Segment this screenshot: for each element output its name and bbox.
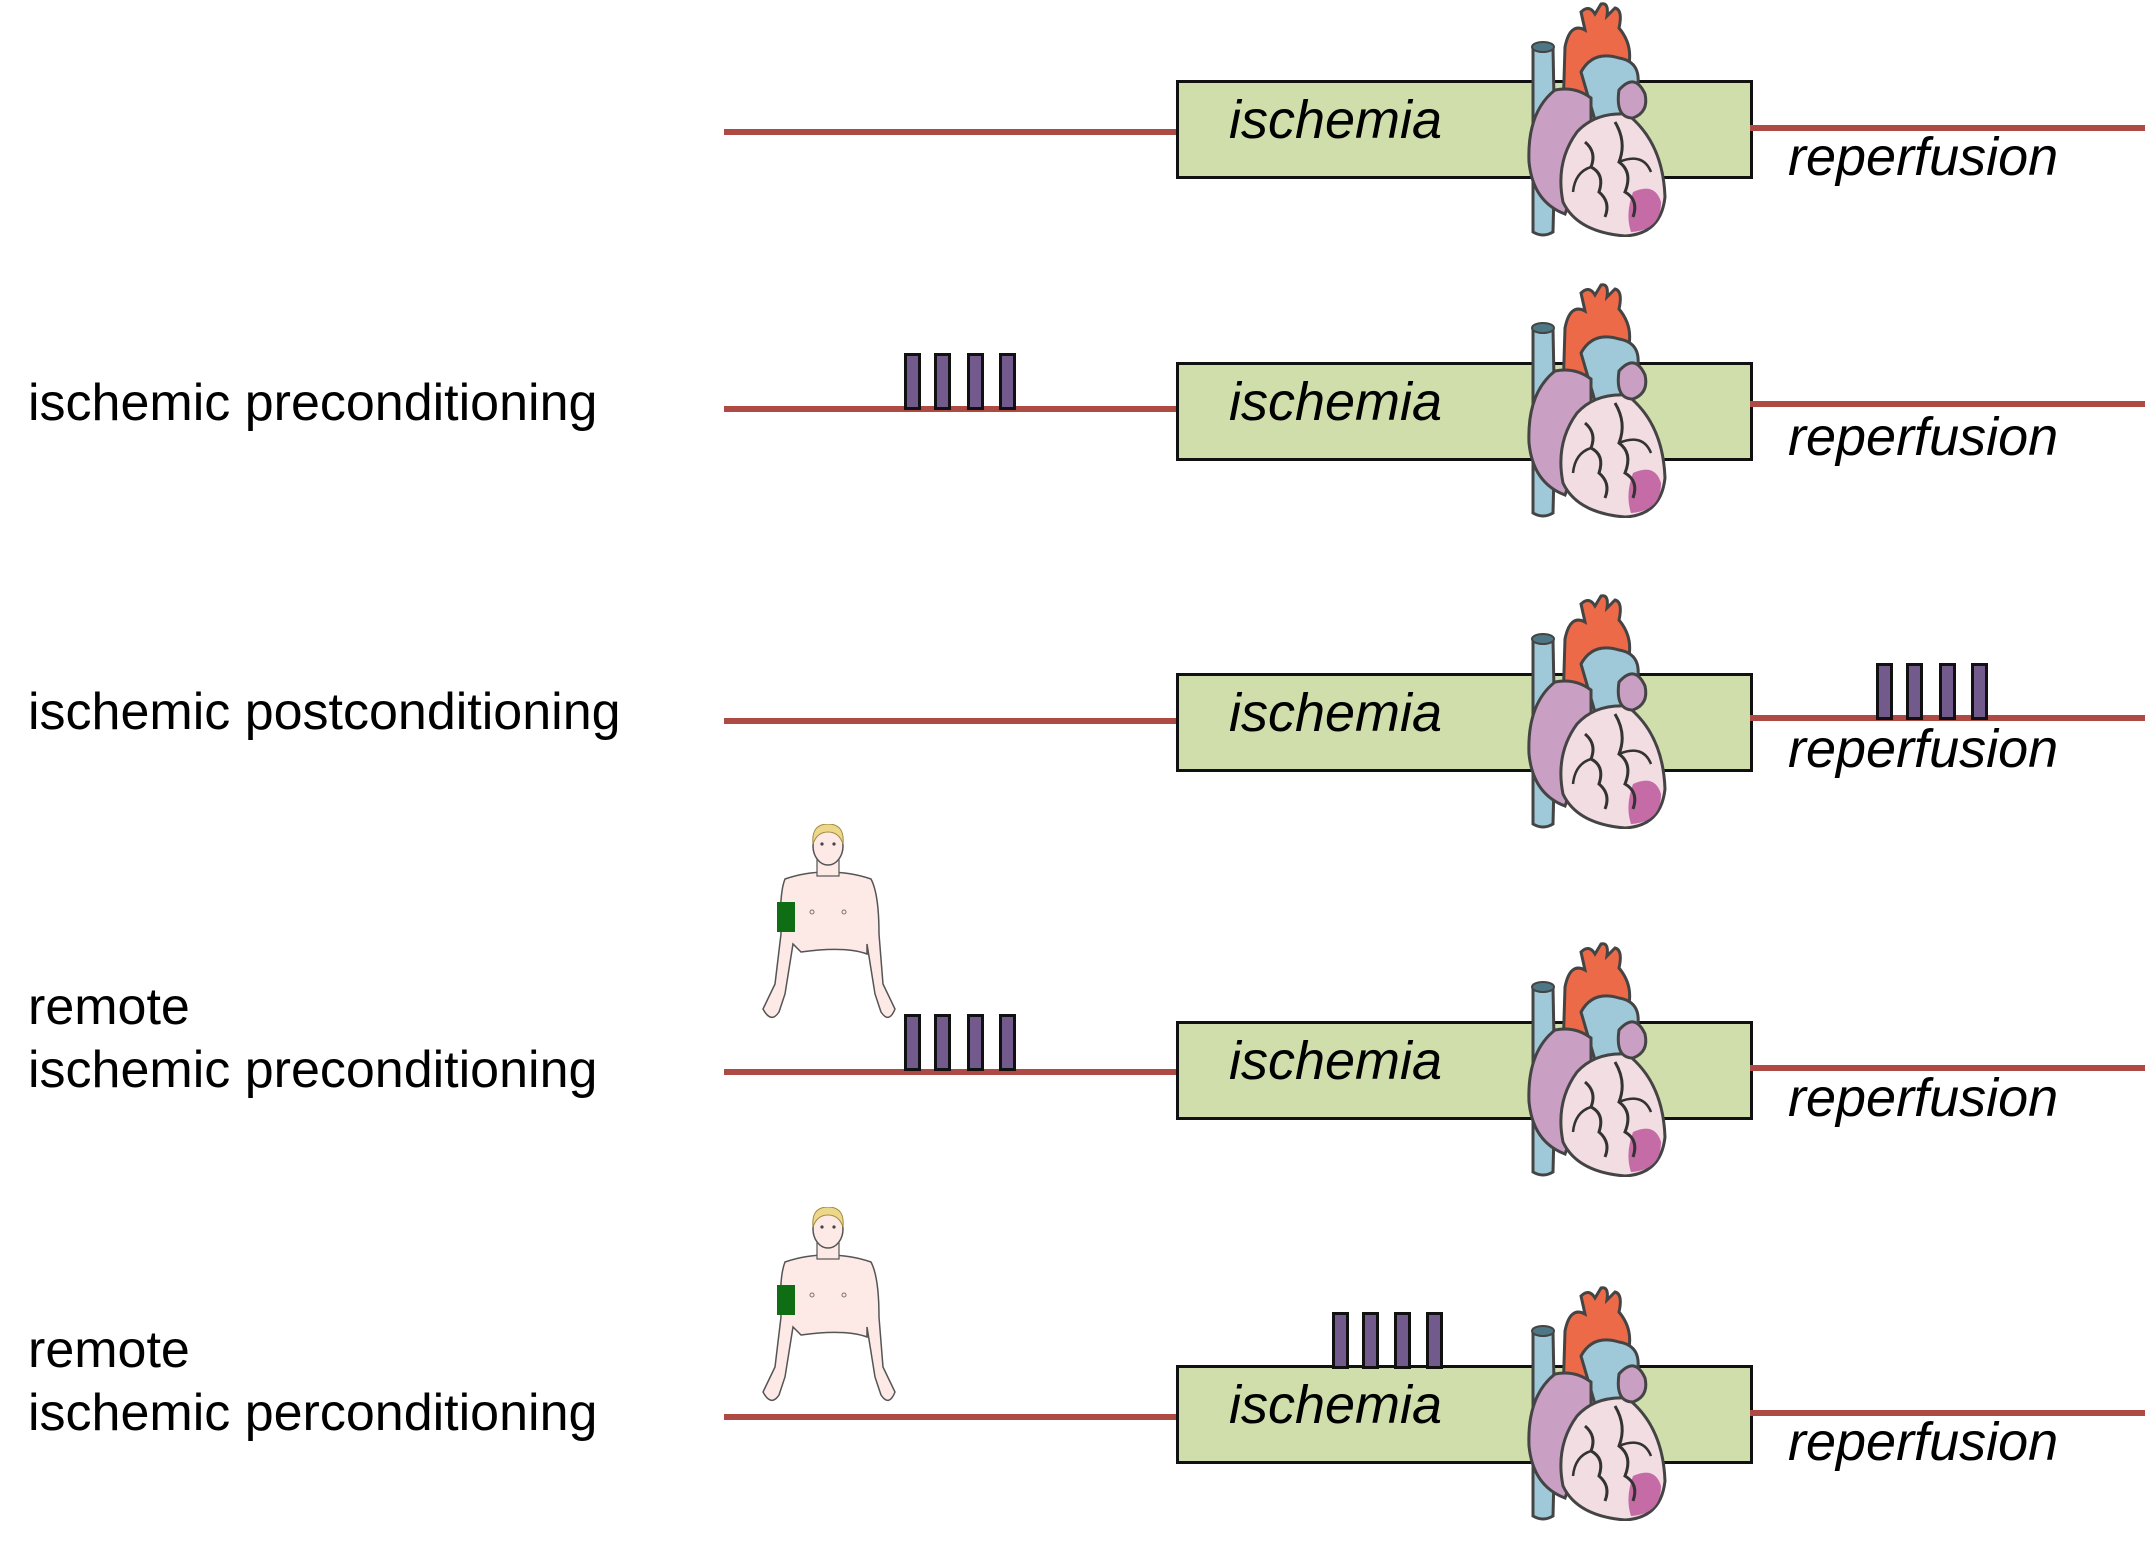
ischemia-label: ischemia — [1229, 90, 1443, 150]
person-with-arm-cuff-icon — [755, 824, 900, 1029]
occlusion-bar-icon — [934, 353, 951, 410]
occlusion-bar-icon — [999, 353, 1016, 410]
timeline-after — [1750, 1065, 2145, 1071]
occlusion-bar-icon — [1362, 1312, 1379, 1369]
reperfusion-label: reperfusion — [1788, 1068, 2059, 1128]
occlusion-bar-icon — [1939, 663, 1956, 720]
row-label: ischemic postconditioning — [28, 683, 621, 741]
ischemia-label: ischemia — [1229, 683, 1443, 743]
reperfusion-label: reperfusion — [1788, 127, 2059, 187]
timeline-before — [724, 1069, 1176, 1075]
ischemia-label: ischemia — [1229, 372, 1443, 432]
reperfusion-label: reperfusion — [1788, 407, 2059, 467]
reperfusion-label: reperfusion — [1788, 1412, 2059, 1472]
heart-icon — [1515, 283, 1675, 518]
heart-icon — [1515, 594, 1675, 829]
ischemia-label: ischemia — [1229, 1031, 1443, 1091]
row-label: remote ischemic perconditioning — [28, 1321, 598, 1442]
occlusion-bar-icon — [1876, 663, 1893, 720]
occlusion-bar-icon — [1971, 663, 1988, 720]
occlusion-bar-icon — [1332, 1312, 1349, 1369]
ischemia-box: ischemia — [1176, 1021, 1753, 1120]
occlusion-bar-icon — [967, 353, 984, 410]
occlusion-bar-icon — [967, 1014, 984, 1071]
occlusion-bar-icon — [999, 1014, 1016, 1071]
timeline-before — [724, 129, 1176, 135]
timeline-after — [1750, 1410, 2145, 1416]
timeline-before — [724, 718, 1176, 724]
occlusion-bar-icon — [1426, 1312, 1443, 1369]
row-label: remote ischemic preconditioning — [28, 978, 598, 1099]
person-with-arm-cuff-icon — [755, 1207, 900, 1412]
reperfusion-label: reperfusion — [1788, 719, 2059, 779]
timeline-after — [1750, 401, 2145, 407]
occlusion-bar-icon — [1394, 1312, 1411, 1369]
heart-icon — [1515, 942, 1675, 1177]
timeline-before — [724, 1414, 1176, 1420]
occlusion-bar-icon — [1906, 663, 1923, 720]
occlusion-bar-icon — [904, 1014, 921, 1071]
timeline-after — [1750, 125, 2145, 131]
ischemia-label: ischemia — [1229, 1375, 1443, 1435]
row-label: ischemic preconditioning — [28, 374, 598, 432]
heart-icon — [1515, 1286, 1675, 1521]
occlusion-bar-icon — [904, 353, 921, 410]
occlusion-bar-icon — [934, 1014, 951, 1071]
heart-icon — [1515, 2, 1675, 237]
